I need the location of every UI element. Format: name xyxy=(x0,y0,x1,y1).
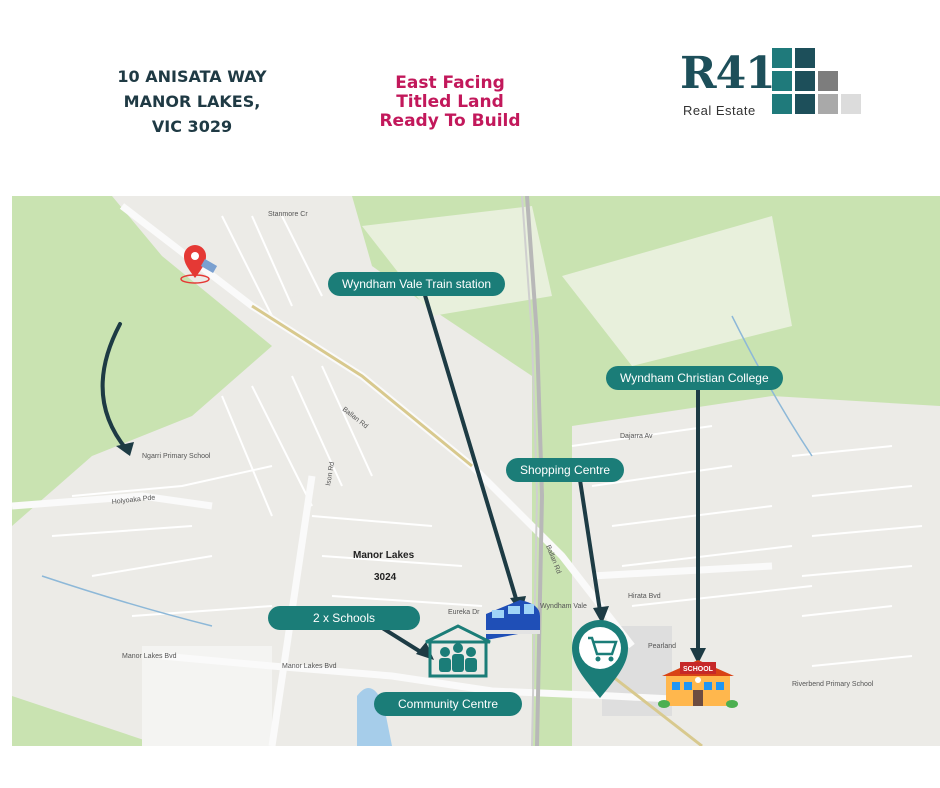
address-line-1: 10 ANISATA WAY xyxy=(117,67,267,86)
map-label-ngarri: Ngarri Primary School xyxy=(142,453,211,460)
map-label-pearland: Pearland xyxy=(648,643,676,650)
community-people-icon xyxy=(425,624,491,678)
train-icon xyxy=(486,600,540,640)
map-label-manor-lakes-blvd: Manor Lakes Bvd xyxy=(282,663,337,670)
map-label-riverbend: Riverbend Primary School xyxy=(792,681,874,688)
map-label-eureka-dr: Eureka Dr xyxy=(448,609,480,616)
map-label-hirata-bvd: Hirata Bvd xyxy=(628,593,661,600)
shopping-cart-pin-icon xyxy=(572,620,628,698)
callout-train-station: Wyndham Vale Train station xyxy=(328,272,506,296)
map-label-ison-rd: Ison Rd xyxy=(325,461,336,486)
school-building-icon: SCHOOL xyxy=(658,660,738,708)
address-line-2: MANOR LAKES, xyxy=(123,92,261,111)
train-arrow xyxy=(422,290,519,604)
map-label-suburb: Manor Lakes xyxy=(353,550,415,561)
callout-shopping-centre: Shopping Centre xyxy=(506,458,625,482)
logo-grid-icon xyxy=(772,48,861,114)
map-label-holyoaka: Holyoaka Pde xyxy=(111,494,155,506)
brand-logo-subtitle: Real Estate xyxy=(683,103,756,118)
school-sign-text: SCHOOL xyxy=(683,666,714,673)
tagline-line-3: Ready To Build xyxy=(379,111,521,131)
property-tagline: East Facing Titled Land Ready To Build xyxy=(350,74,550,131)
map-label-dajarra: Dajarra Av xyxy=(620,433,653,440)
map-label-wyndham-vale: Wyndham Vale xyxy=(540,603,587,610)
address-line-3: VIC 3029 xyxy=(151,117,233,136)
address-arrow xyxy=(100,322,129,452)
shopping-arrow xyxy=(578,478,602,613)
tagline-line-2: Titled Land xyxy=(396,92,504,112)
tagline-line-1: East Facing xyxy=(395,73,505,93)
brand-logo-mark: R41 xyxy=(680,48,776,99)
map-label-stanmore: Stanmore Cr xyxy=(268,211,308,218)
map-label-postcode: 3024 xyxy=(374,572,397,583)
callout-schools: 2 x Schools xyxy=(268,606,420,630)
property-address: 10 ANISATA WAY MANOR LAKES, VIC 3029 xyxy=(92,64,292,139)
map-label-manor-lakes-blvd-2: Manor Lakes Bvd xyxy=(122,653,177,660)
callout-christian-college: Wyndham Christian College xyxy=(606,366,783,390)
callout-community-centre: Community Centre xyxy=(374,692,522,716)
location-pin-icon xyxy=(180,245,218,284)
